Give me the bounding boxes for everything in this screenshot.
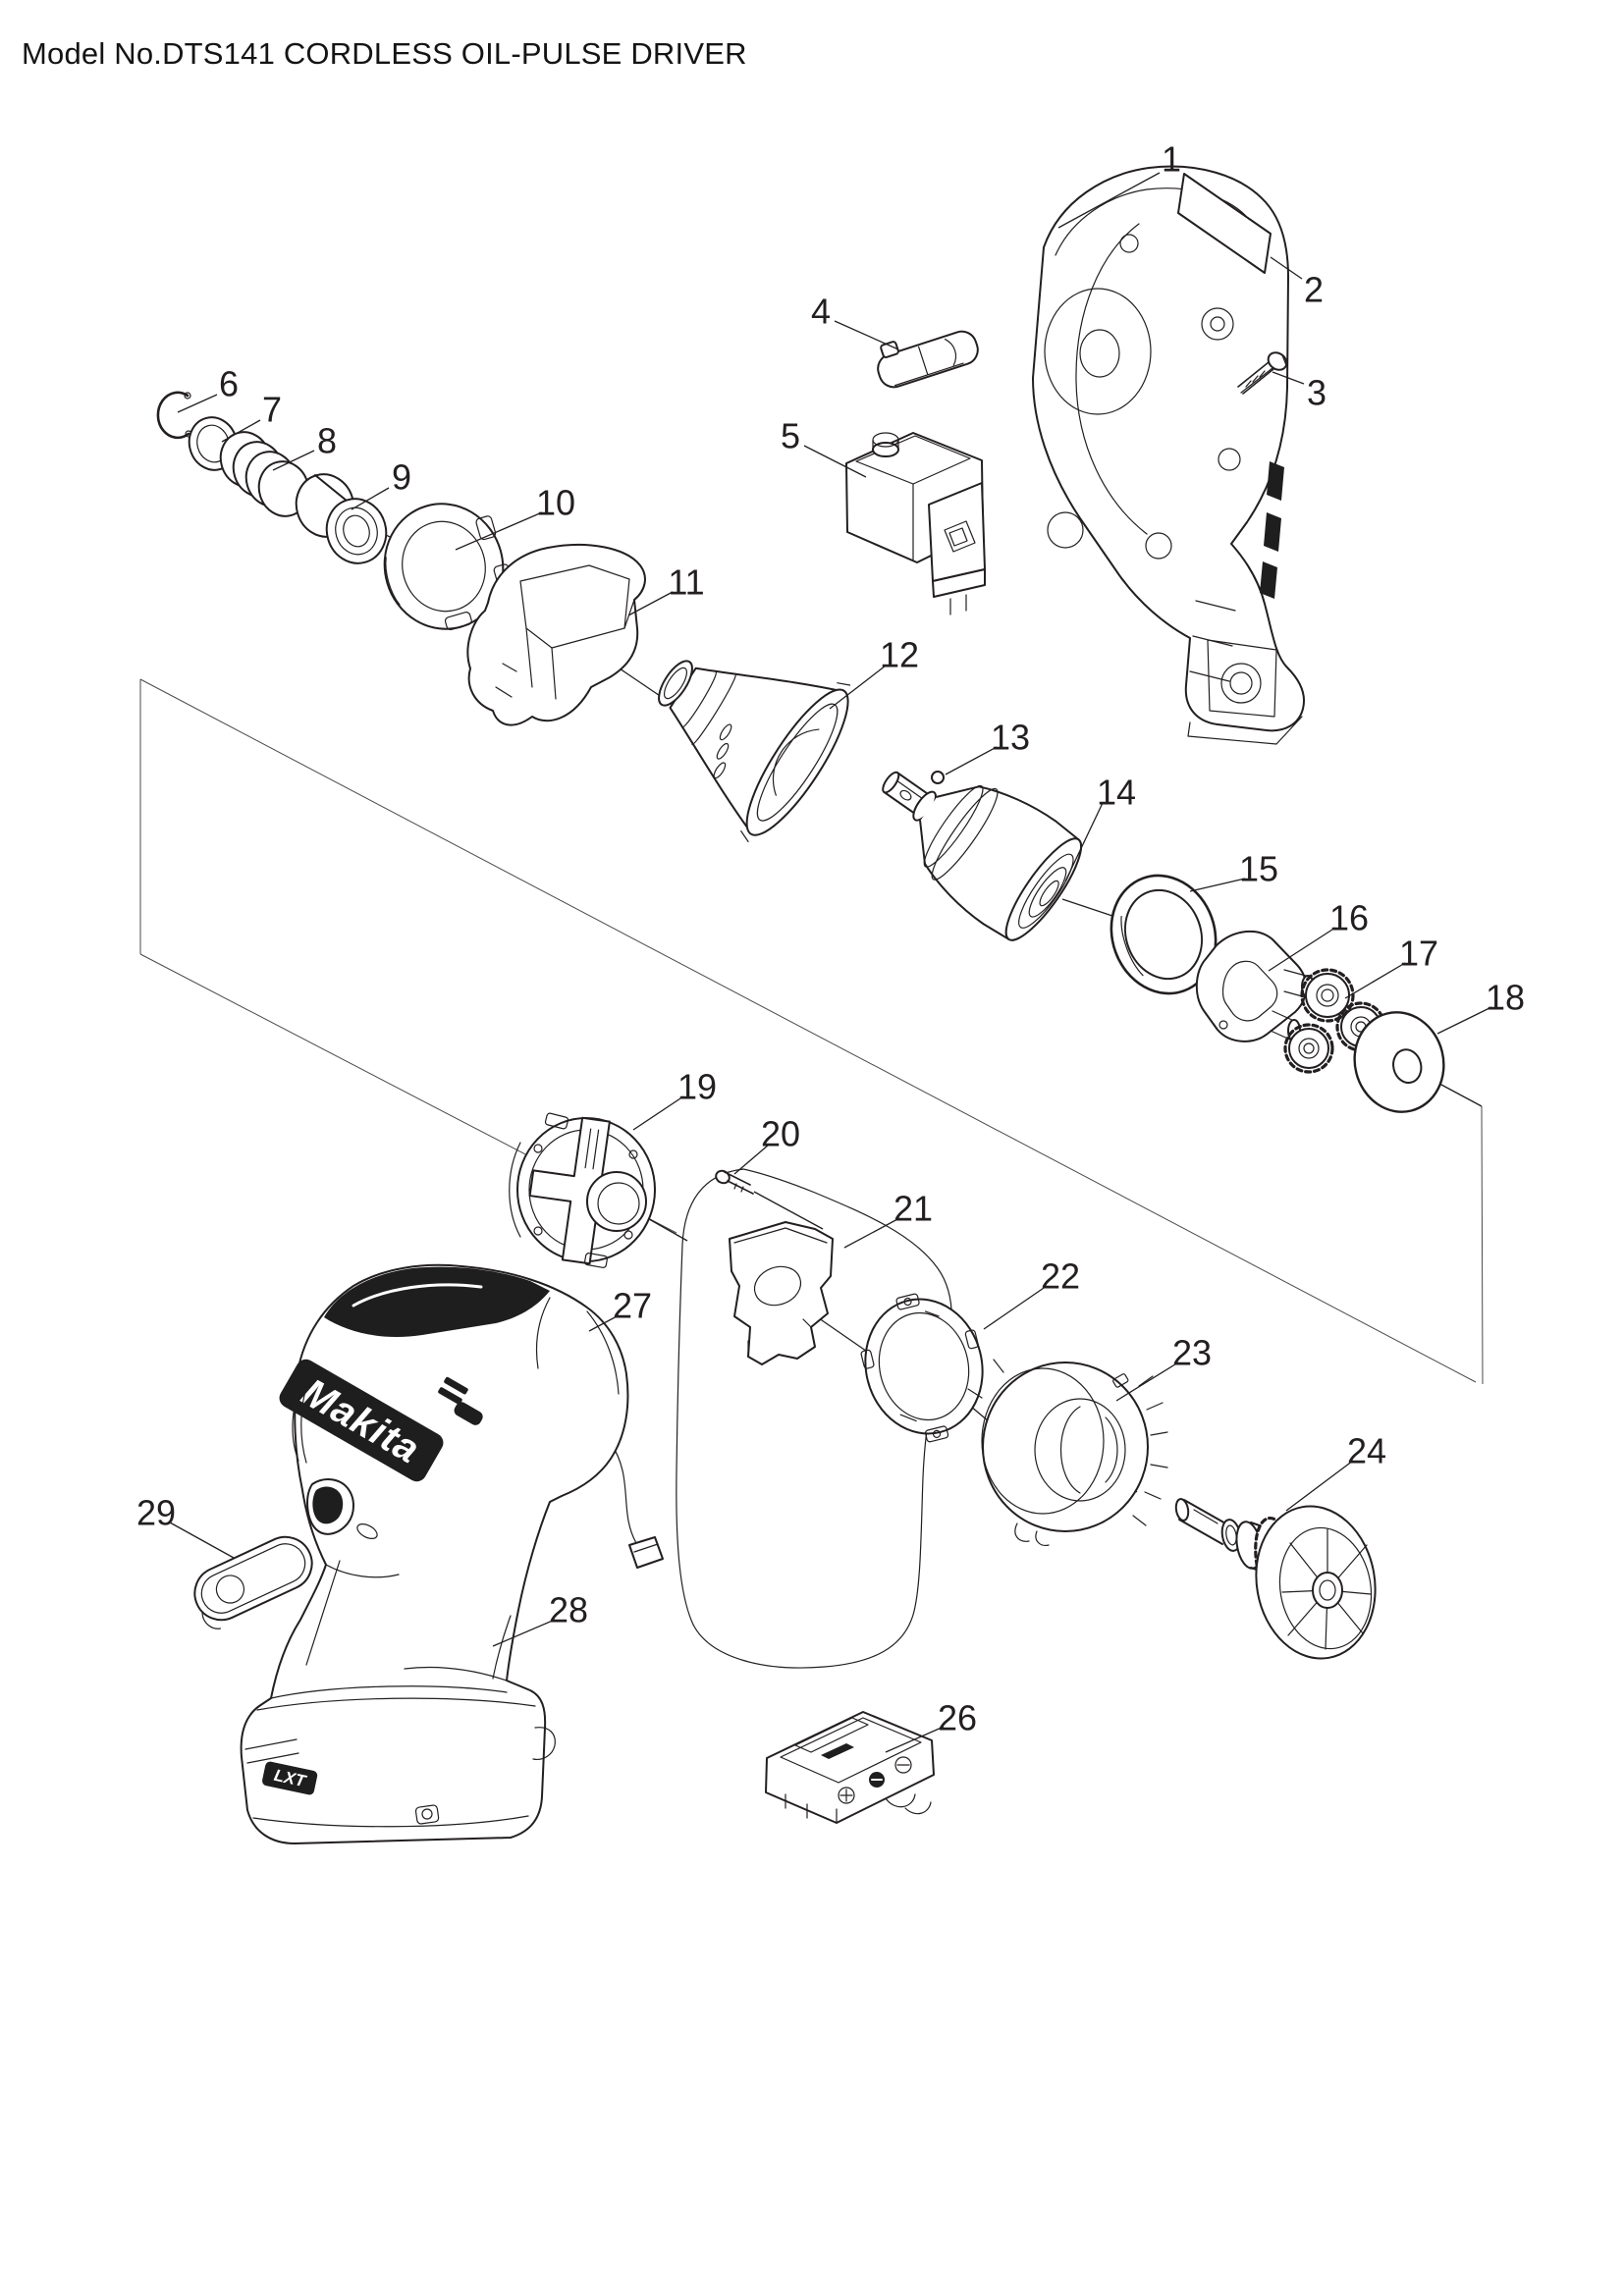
svg-text:4: 4 — [811, 292, 831, 332]
svg-text:21: 21 — [893, 1189, 933, 1229]
part-label-19: 19 — [632, 1067, 717, 1131]
part-label-3: 3 — [1272, 371, 1326, 413]
part-label-17: 17 — [1344, 934, 1438, 999]
part-label-27: 27 — [588, 1286, 652, 1332]
part-label-12: 12 — [829, 635, 919, 710]
part-label-28: 28 — [492, 1590, 588, 1647]
part-drawing-ring-15 — [1110, 874, 1218, 995]
part-label-8: 8 — [272, 421, 337, 471]
part-label-10: 10 — [455, 483, 575, 551]
part-label-21: 21 — [843, 1189, 933, 1249]
part-drawing-carrier — [1195, 930, 1315, 1042]
part-drawing-terminal — [765, 1711, 935, 1824]
svg-text:13: 13 — [991, 718, 1030, 758]
part-drawing-spring-retainer — [509, 1112, 656, 1268]
part-label-15: 15 — [1189, 849, 1278, 892]
part-label-22: 22 — [983, 1256, 1080, 1330]
svg-text:1: 1 — [1162, 139, 1181, 180]
part-label-29: 29 — [136, 1493, 235, 1559]
labels-layer: 1234567891011121314151617181920212223242… — [136, 139, 1525, 1753]
part-label-5: 5 — [781, 416, 867, 478]
part-drawing-oil-unit — [882, 771, 1083, 941]
svg-text:7: 7 — [262, 390, 282, 430]
part-drawing-screw-20 — [715, 1169, 754, 1195]
controller-bag-outline — [676, 1168, 952, 1669]
part-label-24: 24 — [1285, 1431, 1386, 1512]
part-drawing-rubber-pad — [193, 1535, 313, 1629]
svg-text:24: 24 — [1347, 1431, 1386, 1471]
part-drawing-pin — [931, 771, 945, 784]
svg-text:23: 23 — [1172, 1333, 1212, 1373]
svg-text:27: 27 — [613, 1286, 652, 1326]
svg-text:18: 18 — [1486, 978, 1525, 1018]
svg-text:8: 8 — [317, 421, 337, 461]
part-label-18: 18 — [1436, 978, 1525, 1035]
part-drawing-bumper — [466, 543, 646, 726]
part-drawing-stator — [967, 1359, 1168, 1546]
svg-text:17: 17 — [1399, 934, 1438, 974]
svg-text:9: 9 — [392, 457, 411, 498]
part-label-13: 13 — [945, 718, 1030, 775]
part-drawing-housing-set — [1032, 165, 1305, 745]
svg-text:28: 28 — [549, 1590, 588, 1630]
part-drawing-tool-body: Makita LXT — [240, 1263, 629, 1844]
svg-text:22: 22 — [1041, 1256, 1080, 1297]
part-label-11: 11 — [627, 562, 705, 616]
svg-text:5: 5 — [781, 416, 800, 456]
part-label-9: 9 — [351, 457, 411, 510]
svg-text:29: 29 — [136, 1493, 176, 1533]
part-drawing-sleeve — [295, 473, 388, 564]
part-label-2: 2 — [1270, 256, 1324, 310]
svg-text:16: 16 — [1329, 898, 1369, 938]
part-drawing-retaining-ring — [383, 503, 513, 631]
part-label-1: 1 — [1057, 139, 1181, 229]
svg-text:11: 11 — [668, 562, 704, 603]
part-drawing-screw-3 — [1237, 351, 1288, 395]
part-label-7: 7 — [221, 390, 282, 443]
part-drawing-rotor — [1174, 1498, 1377, 1660]
part-label-16: 16 — [1268, 898, 1369, 972]
svg-text:26: 26 — [938, 1698, 977, 1738]
svg-text:12: 12 — [880, 635, 919, 675]
svg-text:14: 14 — [1097, 773, 1136, 813]
part-label-23: 23 — [1115, 1333, 1212, 1402]
part-drawing-switch — [845, 432, 986, 615]
part-label-26: 26 — [885, 1698, 977, 1753]
part-drawing-motor-bracket — [860, 1293, 984, 1443]
part-label-14: 14 — [1064, 773, 1136, 882]
svg-text:3: 3 — [1307, 373, 1326, 413]
part-label-20: 20 — [733, 1114, 800, 1175]
svg-text:2: 2 — [1304, 270, 1324, 310]
part-label-4: 4 — [811, 292, 899, 350]
svg-text:19: 19 — [677, 1067, 717, 1107]
part-drawing-washer-18 — [1353, 1011, 1445, 1113]
svg-text:20: 20 — [761, 1114, 800, 1154]
svg-text:10: 10 — [536, 483, 575, 523]
part-drawing-name-plate — [1177, 173, 1272, 274]
part-drawing-hammer-case — [658, 660, 851, 842]
part-drawing-snap-ring — [156, 391, 192, 440]
svg-text:15: 15 — [1239, 849, 1278, 889]
part-drawing-baffle-plate — [729, 1221, 834, 1365]
svg-text:6: 6 — [219, 364, 239, 404]
part-drawing-lock-lever — [877, 330, 979, 389]
part-label-6: 6 — [177, 364, 239, 413]
page-title: Model No.DTS141 CORDLESS OIL-PULSE DRIVE… — [22, 35, 747, 71]
